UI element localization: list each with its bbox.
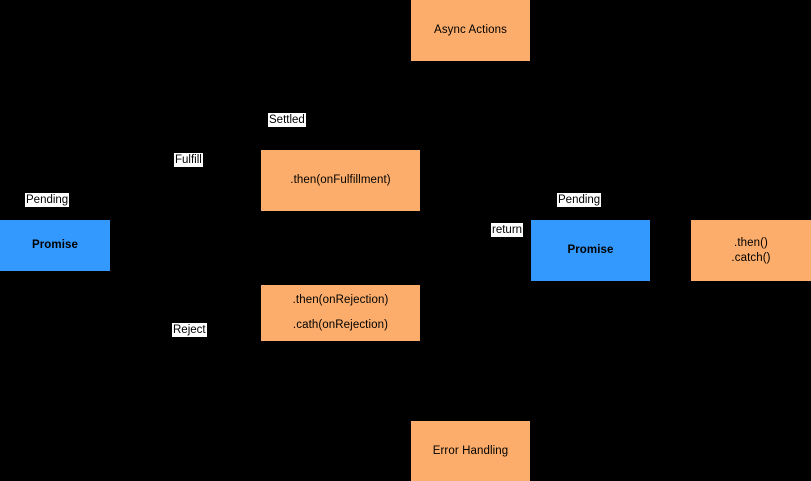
node-error-handling[interactable]: Error Handling [411, 421, 530, 481]
edge-fulfill-riser [260, 180, 261, 246]
edge-label-return: return [491, 223, 524, 237]
node-then-on-fulfillment[interactable]: .then(onFulfillment) [261, 150, 420, 211]
edge-settled-run [340, 120, 471, 121]
edge-label-fulfill: Fulfill [174, 153, 203, 167]
edge-promise-to-fulfill [110, 245, 261, 246]
edge-async-to-settled [470, 61, 471, 120]
node-then-on-rejection-label: .then(onRejection) .cath(onRejection) [292, 294, 389, 331]
edge-label-pending-right: Pending [557, 193, 602, 207]
edge-rejection-to-return [420, 313, 490, 314]
edge-return-to-promise [490, 250, 531, 251]
node-then-on-fulfillment-label: .then(onFulfillment) [290, 174, 391, 186]
edge-label-settled: Settled [268, 113, 306, 127]
edge-label-reject: Reject [172, 323, 207, 337]
edge-rejection-to-error [340, 341, 341, 451]
node-promise-returned[interactable]: Promise [531, 220, 650, 281]
edge-promise-to-reject [110, 245, 111, 313]
edge-fulfill-to-return [420, 180, 490, 181]
node-error-handling-label: Error Handling [432, 444, 509, 457]
edge-promise-to-thencatch [650, 250, 691, 251]
node-async-actions-label: Async Actions [434, 24, 507, 36]
node-async-actions[interactable]: Async Actions [411, 0, 530, 61]
node-then-catch-label: .then() .catch() [731, 236, 771, 264]
node-then-catch[interactable]: .then() .catch() [691, 220, 811, 281]
edge-label-pending-left: Pending [25, 193, 70, 207]
node-promise-initial-label: Promise [31, 239, 79, 251]
node-promise-returned-label: Promise [567, 244, 614, 256]
edge-reject-run [110, 313, 261, 314]
node-then-on-rejection[interactable]: .then(onRejection) .cath(onRejection) [261, 285, 420, 341]
node-promise-initial[interactable]: Promise [0, 220, 110, 271]
edge-rejection-riser [490, 250, 491, 314]
edge-return-drop [490, 180, 491, 250]
edge-settled-drop [340, 120, 341, 150]
edge-error-run [340, 451, 411, 452]
